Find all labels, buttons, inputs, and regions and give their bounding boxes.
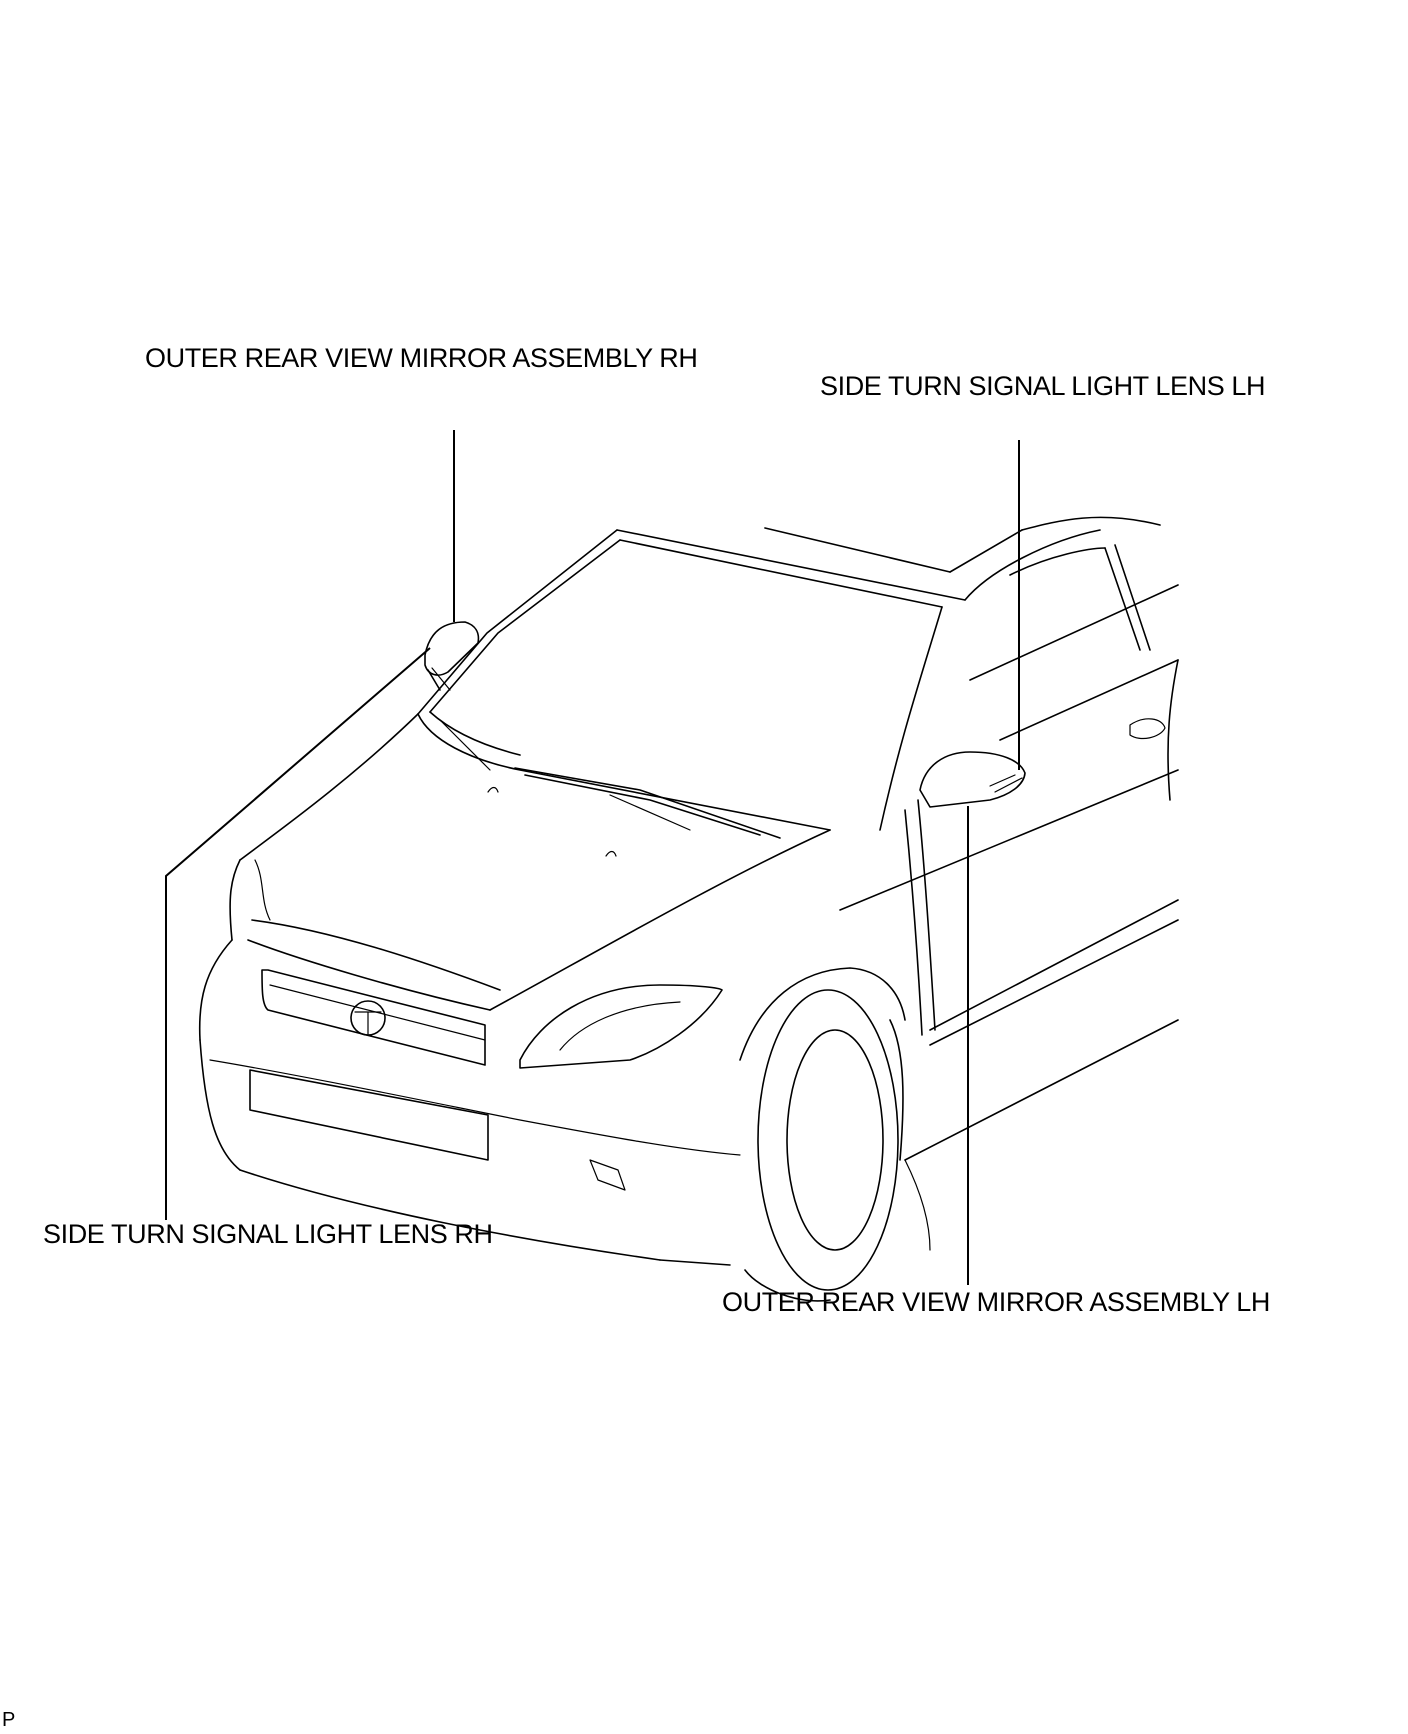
- mirror-lh-shape: [919, 751, 1026, 808]
- label-outer-mirror-lh: OUTER REAR VIEW MIRROR ASSEMBLY LH: [722, 1287, 1271, 1317]
- leader-lines: [165, 430, 1020, 1285]
- label-side-signal-rh: SIDE TURN SIGNAL LIGHT LENS RH: [43, 1219, 493, 1249]
- mirror-rh-shape: [424, 621, 480, 691]
- label-outer-mirror-rh: OUTER REAR VIEW MIRROR ASSEMBLY RH: [145, 343, 698, 373]
- leader-signal-rh: [165, 647, 431, 1220]
- corner-mark: P: [2, 1709, 15, 1731]
- car-body-outline: [198, 516, 1179, 1302]
- label-side-signal-lh: SIDE TURN SIGNAL LIGHT LENS LH: [820, 371, 1266, 401]
